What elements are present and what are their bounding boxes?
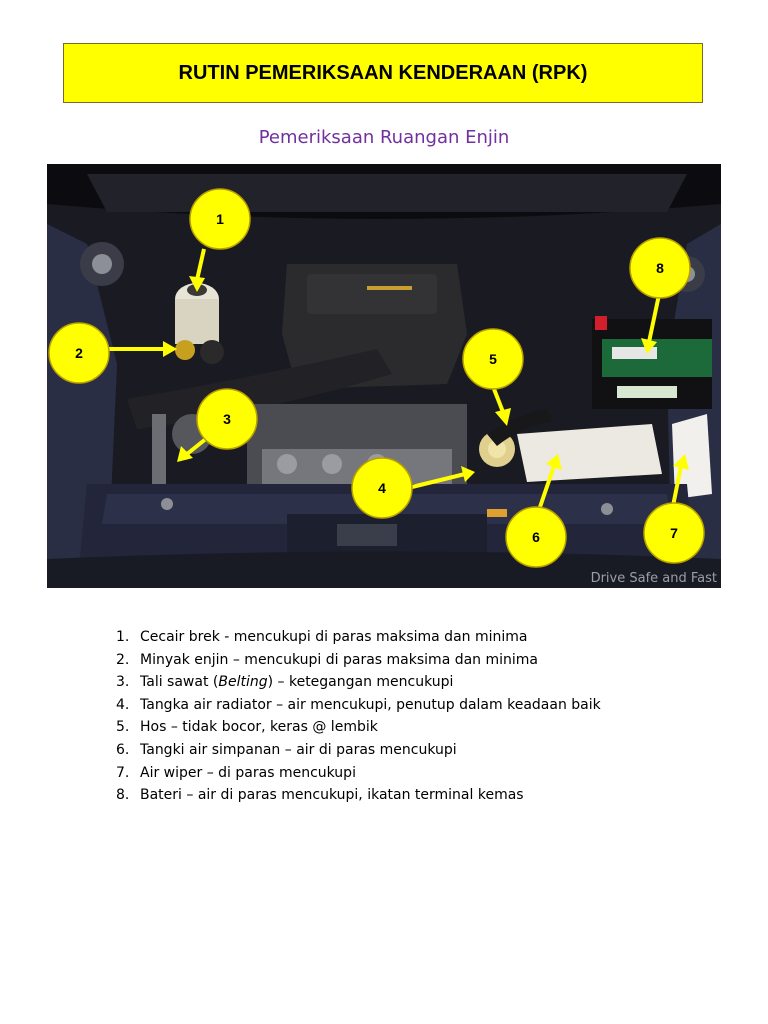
list-item: 8. Bateri – air di paras mencukupi, ikat… (116, 784, 601, 807)
list-item-text: Hos – tidak bocor, keras @ lembik (140, 719, 378, 736)
marker-6-label: 6 (532, 529, 540, 545)
list-item-number: 4. (116, 696, 130, 713)
list-item-text: Cecair brek - mencukupi di paras maksima… (140, 629, 528, 645)
list-item: 5. Hos – tidak bocor, keras @ lembik (116, 716, 601, 739)
list-item: 1. Cecair brek - mencukupi di paras maks… (116, 626, 601, 649)
list-item: 3. Tali sawat (Belting) – ketegangan men… (116, 671, 601, 694)
title-banner: RUTIN PEMERIKSAAN KENDERAAN (RPK) (63, 43, 703, 103)
list-item-number: 1. (116, 629, 130, 645)
list-item-number: 2. (116, 651, 130, 668)
list-item-text: Minyak enjin – mencukupi di paras maksim… (140, 651, 539, 668)
marker-7: 7 (643, 502, 705, 564)
marker-1: 1 (189, 188, 251, 250)
marker-2-label: 2 (75, 345, 83, 361)
list-item-number: 7. (116, 764, 130, 781)
list-item-number: 5. (116, 719, 130, 736)
list-item-text: Tangki air simpanan – air di paras mencu… (140, 741, 457, 758)
marker-8: 8 (629, 237, 691, 299)
marker-5-label: 5 (489, 351, 497, 367)
marker-3-label: 3 (223, 411, 231, 427)
marker-7-label: 7 (670, 525, 678, 541)
marker-4-label: 4 (378, 480, 386, 496)
list-item: 4. Tangka air radiator – air mencukupi, … (116, 694, 601, 717)
list-item-number: 6. (116, 741, 130, 758)
list-item-number: 8. (116, 787, 130, 804)
list-item-text-after: ) – ketegangan mencukupi (267, 674, 454, 691)
list-item: 7. Air wiper – di paras mencukupi (116, 762, 601, 785)
engine-bay-illustration: 1 2 3 4 5 6 7 8 (47, 164, 721, 588)
list-item-text: Bateri – air di paras mencukupi, ikatan … (140, 787, 524, 804)
list-item-text: Air wiper – di paras mencukupi (140, 764, 356, 781)
page-title: RUTIN PEMERIKSAAN KENDERAAN (RPK) (178, 61, 588, 84)
marker-6: 6 (505, 506, 567, 568)
section-subtitle: Pemeriksaan Ruangan Enjin (258, 127, 510, 148)
list-item: 6. Tangki air simpanan – air di paras me… (116, 739, 601, 762)
marker-2: 2 (48, 322, 110, 384)
list-item-text-before: Tali sawat ( (140, 674, 219, 691)
inspection-checklist: 1. Cecair brek - mencukupi di paras maks… (116, 626, 601, 807)
marker-4: 4 (351, 457, 413, 519)
list-item-text: Tangka air radiator – air mencukupi, pen… (140, 696, 601, 713)
list-item-number: 3. (116, 674, 130, 691)
photo-watermark: Drive Safe and Fast (590, 571, 717, 586)
list-item-text: Tali sawat (Belting) – ketegangan mencuk… (140, 671, 453, 694)
marker-1-label: 1 (216, 211, 224, 227)
list-item: 2. Minyak enjin – mencukupi di paras mak… (116, 649, 601, 672)
marker-8-label: 8 (656, 260, 664, 276)
marker-5: 5 (462, 328, 524, 390)
marker-3: 3 (196, 388, 258, 450)
list-item-text-italic: Belting (218, 674, 268, 691)
engine-bay-photo: 1 2 3 4 5 6 7 8 Drive Safe an (47, 164, 721, 588)
